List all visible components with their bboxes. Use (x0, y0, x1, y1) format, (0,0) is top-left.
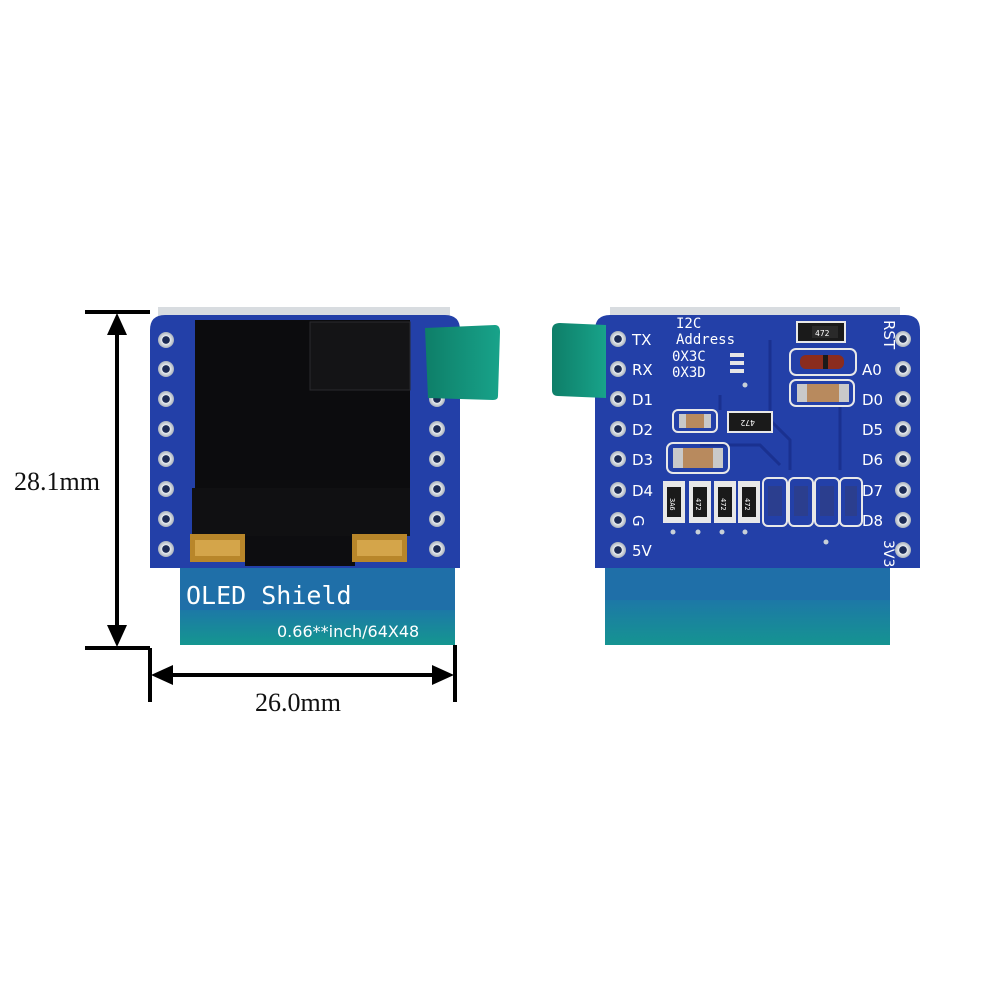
oled-lower-frame (192, 488, 410, 536)
width-label: 26.0mm (255, 688, 341, 717)
back-board: TX RX D1 D2 D3 D4 G 5V RST A0 D0 D5 D6 D… (552, 307, 920, 645)
svg-text:472: 472 (694, 498, 702, 511)
front-board: OLED Shield 0.66**inch/64X48 (150, 307, 500, 645)
pin-label-d6: D6 (862, 451, 883, 469)
capacitor-mid (672, 409, 718, 433)
back-right-pin-pads (895, 331, 911, 558)
resistor-472-mid-label: 472 (740, 418, 755, 427)
vias (670, 382, 829, 545)
svg-text:3A6: 3A6 (668, 498, 676, 511)
pin-label-d3: D3 (632, 451, 653, 469)
i2c-address-label: Address (676, 332, 735, 348)
pin-label-tx: TX (631, 331, 651, 349)
pcb-traces (700, 340, 842, 470)
pin-label-3v3: 3V3 (880, 540, 896, 567)
back-left-pin-labels: TX RX D1 D2 D3 D4 G 5V (629, 331, 653, 560)
i2c-address-1: 0X3C (672, 349, 706, 365)
front-board-title: OLED Shield (186, 581, 352, 610)
dimension-annotations: 28.1mm 26.0mm (14, 310, 457, 717)
svg-text:472: 472 (719, 498, 727, 511)
pin-label-d2: D2 (632, 421, 653, 439)
width-arrow-left (151, 665, 173, 685)
resistor-row: 3A6 472 472 472 (663, 477, 863, 527)
back-left-pin-pads (610, 331, 626, 558)
height-arrow-up (107, 313, 127, 335)
address-jumper (730, 353, 744, 373)
capacitor-top (789, 379, 855, 407)
back-pcb (595, 315, 920, 568)
capacitor-large (666, 442, 730, 474)
pin-label-5v: 5V (632, 542, 653, 560)
pin-label-g: G (629, 515, 647, 527)
pin-label-rst: RST (880, 320, 898, 350)
i2c-address-2: 0X3D (672, 365, 706, 381)
diode (789, 348, 857, 376)
protective-film-tab-back (552, 323, 606, 398)
front-left-pin-pads (158, 332, 174, 557)
pin-label-d7: D7 (862, 482, 883, 500)
height-label: 28.1mm (14, 467, 100, 496)
width-arrow-right (432, 665, 454, 685)
pin-label-d5: D5 (862, 421, 883, 439)
resistor-472-mid (727, 411, 773, 433)
back-right-pin-labels: RST A0 D0 D5 D6 D7 D8 3V3 (862, 320, 898, 567)
svg-text:472: 472 (743, 498, 751, 511)
resistor-472-top-label: 472 (815, 329, 830, 338)
pin-label-d8: D8 (862, 512, 883, 530)
i2c-heading: I2C (676, 316, 701, 332)
protective-film-tab-front (425, 325, 500, 400)
pin-label-d0: D0 (862, 391, 883, 409)
pin-label-d4: D4 (632, 482, 653, 500)
pin-label-d1: D1 (632, 391, 653, 409)
height-arrow-down (107, 625, 127, 647)
pin-label-a0: A0 (862, 361, 882, 379)
pin-label-rx: RX (632, 361, 653, 379)
front-board-subtitle: 0.66**inch/64X48 (277, 622, 419, 641)
